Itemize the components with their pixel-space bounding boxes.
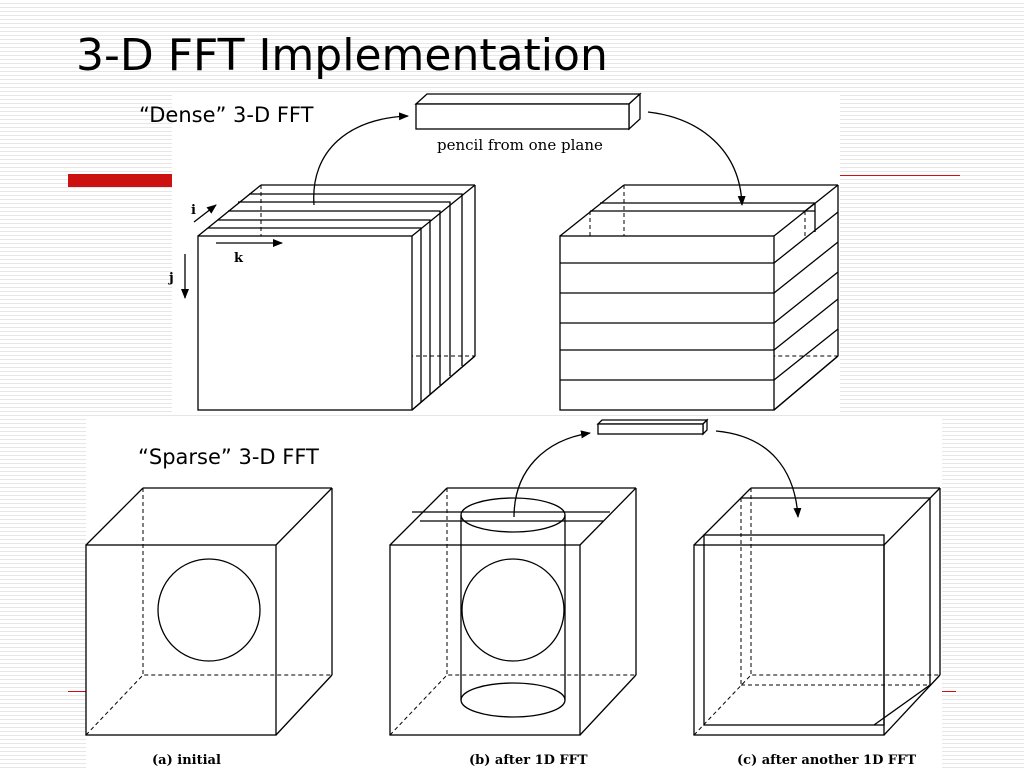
sparse-cube-after-1d (389, 487, 637, 736)
sparse-cube-after-another-1d (693, 487, 941, 736)
sparse-pencil (596, 418, 709, 436)
pencil-bar (414, 92, 642, 131)
sparse-arrow-out (715, 430, 802, 518)
dense-label: “Dense” 3-D FFT (139, 103, 314, 127)
sparse-cube-initial (85, 487, 333, 736)
sparse-diagram-panel (86, 418, 942, 768)
front-plane (197, 235, 413, 411)
title-accent-bar (68, 174, 172, 187)
dense-arrow-in (313, 112, 409, 206)
caption-after-another-1d: (c) after another 1D FFT (737, 753, 916, 768)
dense-arrow-out (647, 111, 746, 206)
caption-after-1d: (b) after 1D FFT (469, 753, 588, 768)
axis-k-label: k (234, 251, 244, 266)
accent-line-bottom-right (942, 691, 956, 692)
sparse-label: “Sparse” 3-D FFT (138, 445, 319, 469)
sparse-arrow-in (513, 430, 591, 518)
slice-lines (560, 211, 839, 411)
dense-plane-stack (197, 184, 476, 411)
sphere-outline (157, 558, 261, 662)
axis-i-arrow (193, 204, 217, 223)
sphere-outline-b (461, 558, 565, 662)
axis-j-label: j (168, 271, 174, 286)
pencil-caption: pencil from one plane (437, 136, 603, 154)
cylinder-bottom (460, 682, 566, 718)
caption-initial: (a) initial (152, 753, 221, 768)
accent-line-top (838, 175, 960, 176)
dense-pencil-cube (559, 184, 839, 411)
slide-title: 3-D FFT Implementation (76, 30, 608, 81)
accent-line-bottom-left (68, 691, 86, 692)
axis-i-label: i (191, 203, 196, 218)
cylinder-top (460, 497, 566, 533)
